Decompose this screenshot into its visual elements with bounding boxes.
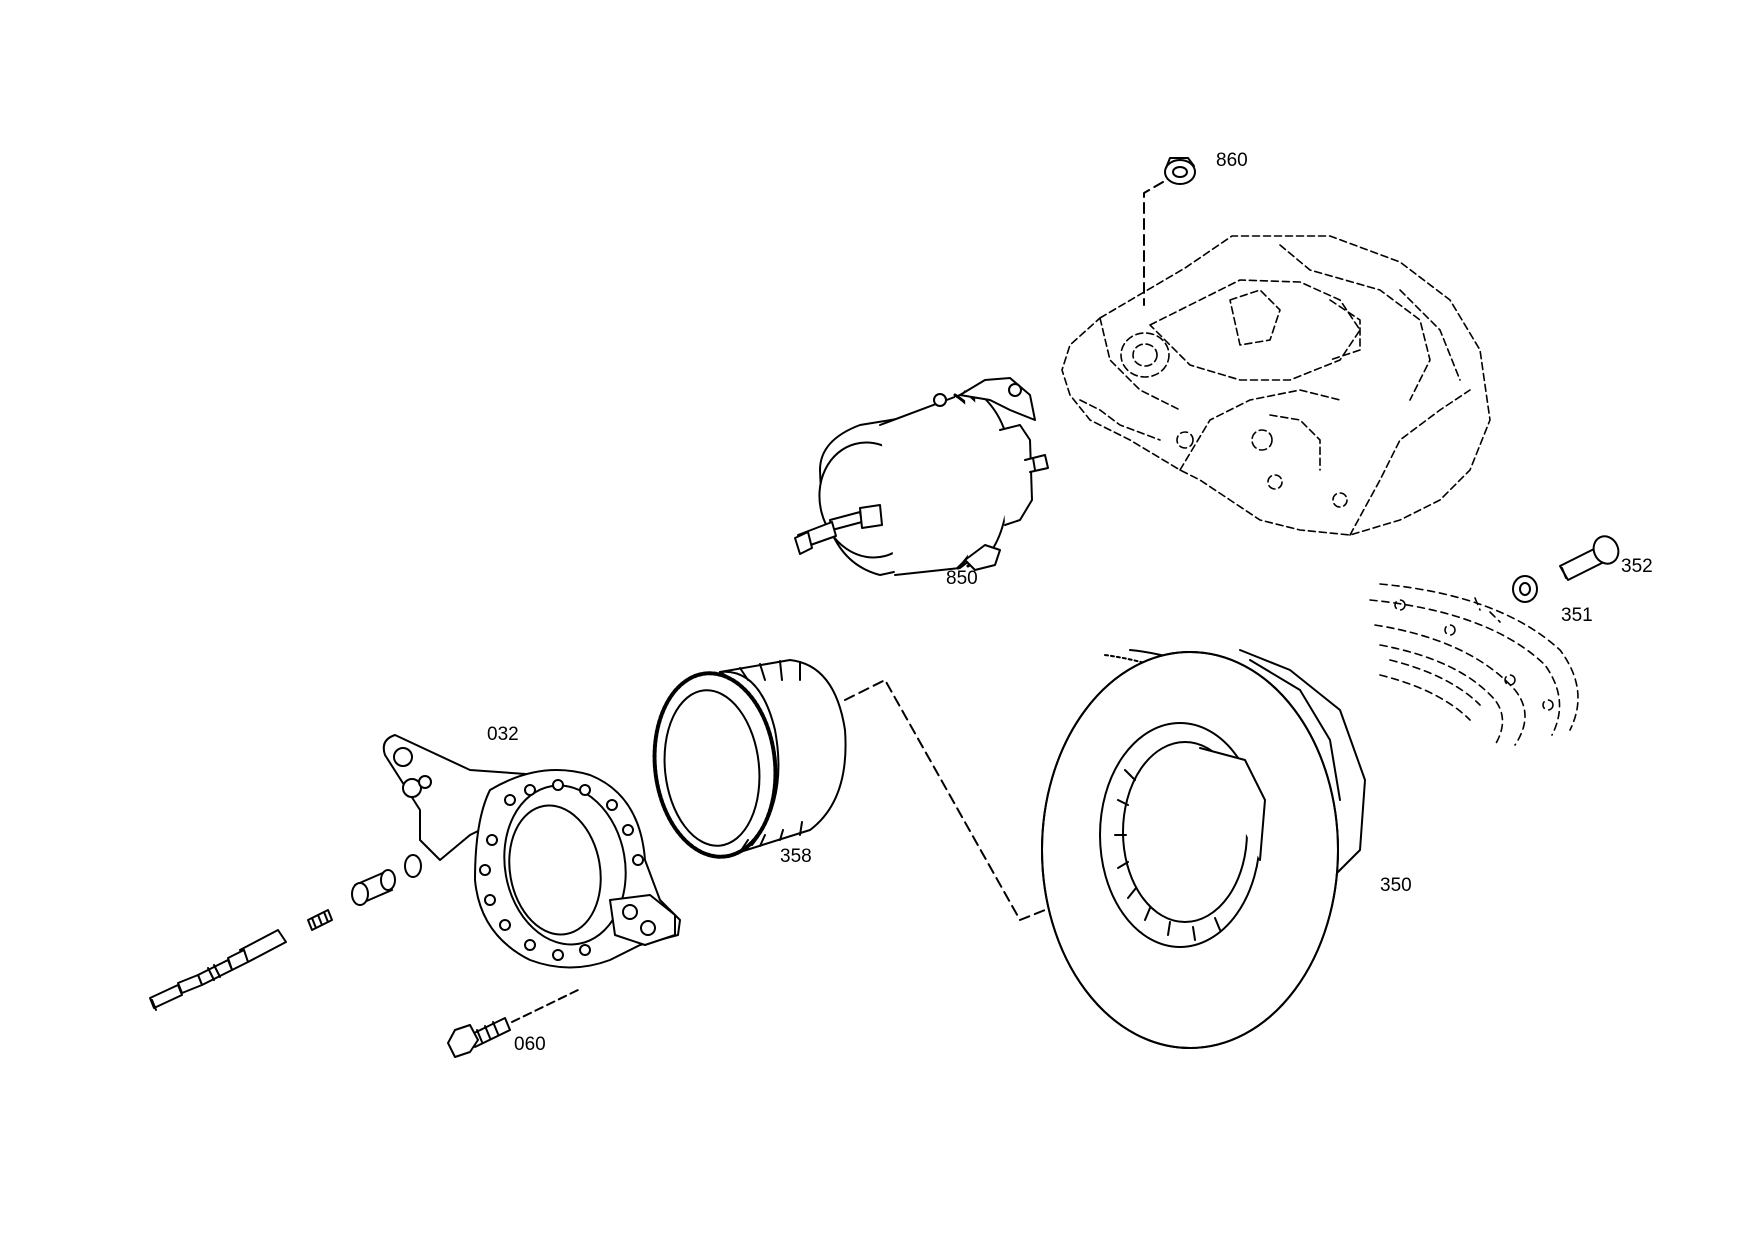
hub-outline: [1369, 583, 1579, 746]
callout-352: 352: [1621, 556, 1653, 577]
brake-disc-350: [1041, 649, 1366, 1049]
callout-032: 032: [487, 724, 519, 745]
callout-860: 860: [1216, 150, 1248, 171]
o-ring: [404, 854, 422, 878]
brake-cylinder-850: [794, 377, 1049, 576]
caliper-housing: [1061, 235, 1491, 536]
leader-860: [1143, 181, 1164, 306]
brake-carrier-032: [382, 734, 681, 969]
callout-850: 850: [946, 568, 978, 589]
callout-358: 358: [780, 846, 812, 867]
callout-060: 060: [514, 1034, 546, 1055]
callout-350: 350: [1380, 875, 1412, 896]
nut-860: [1164, 157, 1196, 185]
abs-sensor: [149, 929, 287, 1011]
hex-bolt-060: [447, 1017, 511, 1058]
bolt-352: [1559, 535, 1620, 581]
tone-ring-358: [652, 659, 847, 859]
spring-clip: [307, 909, 333, 931]
leader-060: [511, 989, 579, 1023]
bushing: [351, 869, 396, 906]
callout-351: 351: [1561, 605, 1593, 626]
leader-358: [844, 679, 1071, 921]
washer-351: [1512, 575, 1538, 603]
